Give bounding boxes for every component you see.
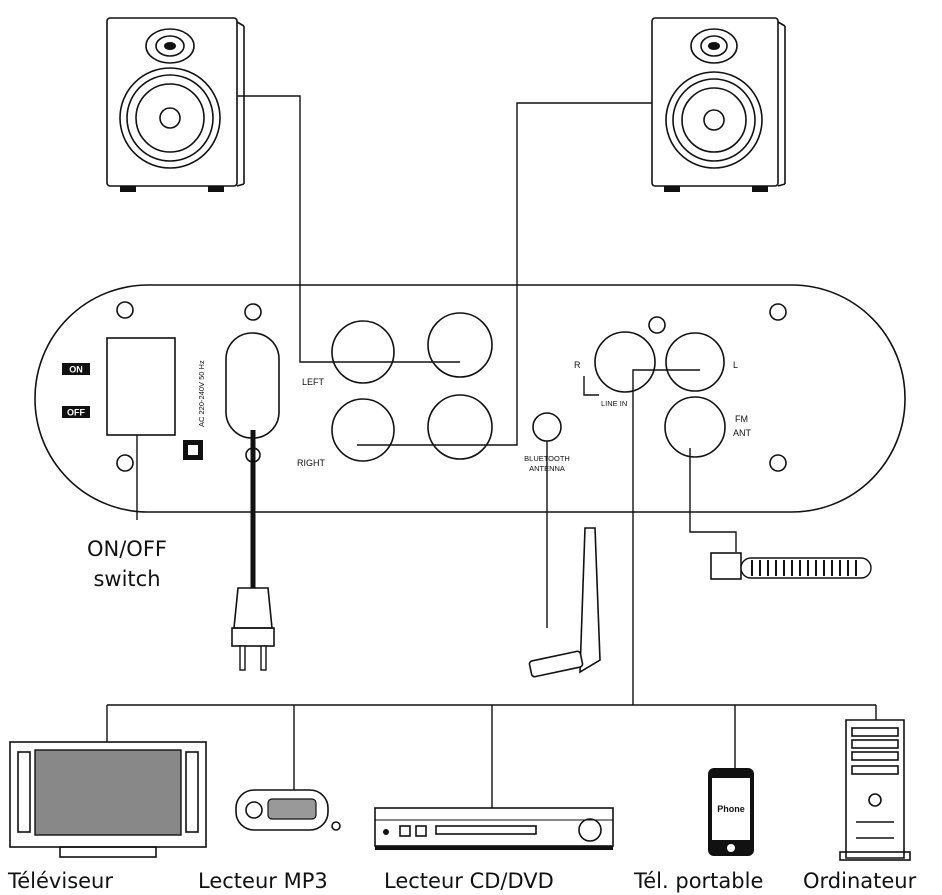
computer-device: [839, 719, 911, 861]
power-switch[interactable]: [106, 337, 176, 436]
screw-line-in: [648, 316, 666, 334]
phone-label: Tél. portable: [633, 869, 763, 893]
speaker-terminal-right-1: [331, 398, 395, 462]
fm-antenna: [710, 552, 872, 580]
switch-callout-line1: ON/OFF: [87, 537, 167, 561]
line-in-label: LINE IN: [601, 399, 627, 408]
right-speaker: [651, 17, 786, 192]
computer-label: Ordinateur: [803, 869, 917, 893]
speaker-terminal-left-2: [427, 312, 493, 378]
screw-bottom-left: [116, 454, 134, 472]
screw-top-right: [769, 303, 787, 321]
fm-label: FM: [735, 414, 748, 424]
power-plug: [231, 587, 275, 671]
speaker-terminal-right-2: [427, 394, 493, 460]
cd-dvd-device: [374, 807, 614, 850]
switch-callout-line2: switch: [93, 567, 160, 591]
power-socket: [225, 332, 280, 439]
line-in-l-jack: [665, 332, 725, 392]
left-speaker: [106, 17, 245, 192]
off-label: OFF: [67, 408, 85, 418]
line-in-r-jack: [594, 331, 656, 393]
line-in-r-label: R: [574, 360, 581, 370]
left-speaker-wire: [237, 95, 460, 363]
fm-antenna-jack: [664, 396, 726, 458]
mp3-device: [235, 789, 341, 831]
cd-dvd-label: Lecteur CD/DVD: [384, 869, 554, 893]
phone-screen-text: Phone: [717, 804, 745, 814]
right-speaker-wire: [357, 102, 652, 446]
fm-antenna-wire: [689, 448, 737, 552]
right-label: RIGHT: [297, 458, 326, 468]
line-in-l-label: L: [733, 360, 738, 370]
distribution-bus: [106, 704, 877, 808]
phone-device: Phone: [708, 768, 754, 856]
rear-panel: ON OFF AC 220-240V 50 Hz LEFT RIGHT BLUE…: [34, 284, 906, 513]
tv-label: Téléviseur: [7, 869, 113, 893]
left-label: LEFT: [302, 377, 325, 387]
tv-device: [9, 741, 207, 858]
on-label: ON: [69, 365, 83, 375]
ant-label: ANT: [733, 428, 752, 438]
line-in-wire: [632, 369, 700, 705]
mp3-label: Lecteur MP3: [198, 869, 328, 893]
bluetooth-antenna: [528, 527, 601, 678]
speaker-terminal-left-1: [331, 320, 395, 384]
screw-bottom-right: [769, 454, 787, 472]
bluetooth-antenna-jack: [532, 412, 562, 442]
screw-top-mid: [244, 303, 262, 321]
power-rating-label: AC 220-240V 50 Hz: [197, 360, 206, 427]
screw-top-left: [116, 301, 134, 319]
